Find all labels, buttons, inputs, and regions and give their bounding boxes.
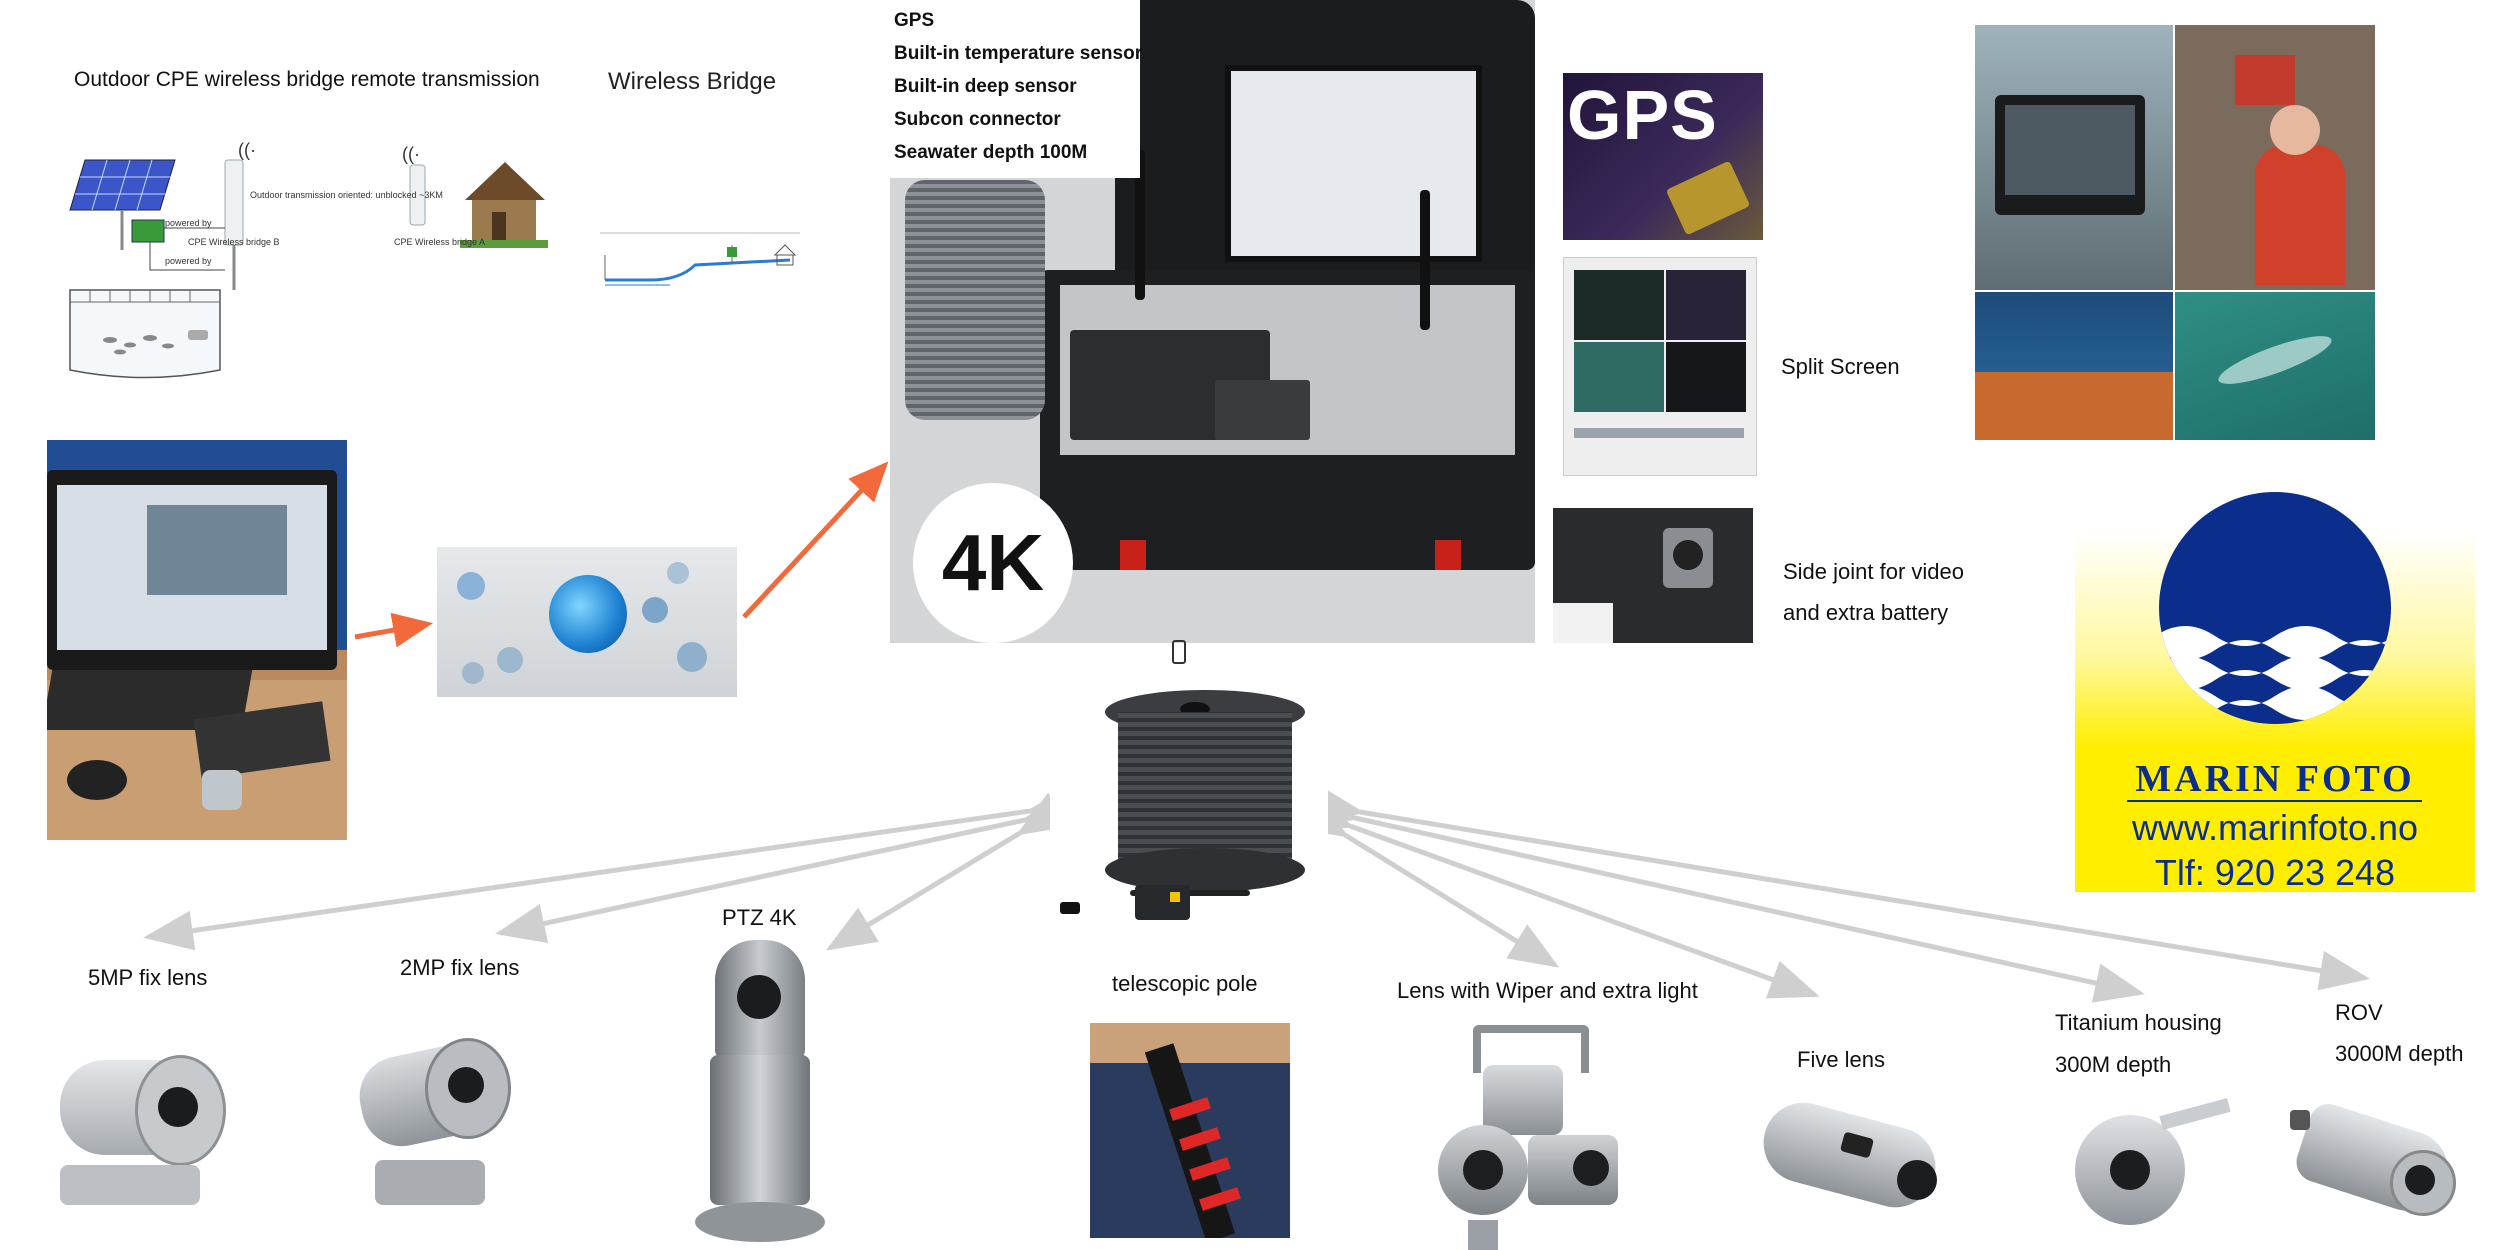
network-globe-image (437, 547, 737, 697)
svg-text:((·: ((· (238, 140, 256, 160)
case-touchpad (1215, 380, 1310, 440)
camera-5mp-image (50, 1035, 226, 1210)
marin-foto-logo-icon (2159, 492, 2391, 724)
label-ptz-4k: PTZ 4K (722, 905, 797, 930)
side-joint-label-1: Side joint for video (1783, 559, 1964, 584)
camera-wiper-image (1428, 1025, 1628, 1250)
case-screen (1225, 65, 1482, 262)
label-titanium-depth: 300M depth (2055, 1052, 2172, 1077)
cpe-bridge-a-icon (409, 164, 426, 226)
label-titanium-housing: Titanium housing (2055, 1010, 2222, 1035)
feature-list-box: GPS Built-in temperature sensor Built-in… (890, 0, 1143, 178)
battery-icon (131, 219, 165, 243)
powered-by-label-1: powered by (165, 218, 212, 228)
usage-photo-collage (1975, 25, 2375, 440)
brand-name: MARIN FOTO (2135, 758, 2415, 800)
brand-website: www.marinfoto.no (2131, 807, 2419, 848)
label-lens-with-wiper: Lens with Wiper and extra light (1397, 978, 1698, 1003)
cpe-a-label: CPE Wireless bridge A (394, 237, 486, 247)
fish-cage-icon (69, 289, 221, 379)
arrow-spool-ptz (825, 792, 1069, 951)
cable-spool-image (1050, 680, 1328, 955)
svg-text:((·: ((· (402, 144, 420, 164)
label-telescopic-pole: telescopic pole (1112, 971, 1258, 996)
feature-gps: GPS (894, 10, 935, 31)
collage-boat-net (1975, 292, 2173, 440)
split-screen-image (1563, 257, 1757, 476)
wireless-bridge-title: Wireless Bridge (608, 68, 777, 95)
collage-worker (2175, 25, 2375, 290)
marin-foto-brand-card: MARIN FOTO www.marinfoto.no Tlf: 920 23 … (2075, 492, 2475, 893)
label-5mp-fix-lens: 5MP fix lens (88, 965, 208, 990)
small-connector-icon (1172, 640, 1186, 664)
collage-underwater-fish (2175, 292, 2375, 440)
arrow-spool-five (1300, 791, 1820, 999)
house-icon (460, 162, 548, 248)
camera-ptz-4k-image (675, 940, 825, 1245)
telescopic-pole-photo (1090, 1023, 1290, 1238)
label-rov: ROV (2335, 1000, 2383, 1025)
powered-by-label-2: powered by (165, 256, 212, 266)
camera-rov-image (2280, 1090, 2460, 1240)
brand-phone: Tlf: 920 23 248 (2154, 852, 2396, 893)
outdoor-cpe-title: Outdoor CPE wireless bridge remote trans… (74, 68, 540, 91)
split-screen-label: Split Screen (1781, 354, 1900, 379)
wireless-bridge-diagram (600, 232, 800, 286)
feature-temperature: Built-in temperature sensor (894, 43, 1143, 64)
badge-4k-text: 4K (941, 518, 1045, 607)
arrow-spool-titanium (1306, 788, 2145, 1003)
arrow-pc-to-network (354, 612, 433, 648)
feature-depth: Seawater depth 100M (894, 142, 1088, 163)
camera-titanium-image (2040, 1097, 2235, 1235)
label-2mp-fix-lens: 2MP fix lens (400, 955, 520, 980)
feature-subcon: Subcon connector (894, 109, 1061, 130)
label-rov-depth: 3000M depth (2335, 1041, 2464, 1066)
camera-2mp-image (345, 1020, 520, 1215)
camera-five-lens-image (1752, 1093, 1945, 1225)
side-joint-image (1553, 508, 1753, 643)
pc-monitoring-photo (47, 440, 347, 840)
cpe-b-label: CPE Wireless bridge B (188, 237, 280, 247)
gps-logo-text: GPS (1567, 76, 1718, 154)
label-five-lens: Five lens (1797, 1047, 1886, 1072)
cpe-diagram: ((· ((· (69, 140, 548, 379)
arrow-spool-wiper (1296, 794, 1560, 968)
arrow-network-to-case (742, 461, 889, 619)
underwater-camera-icon (188, 330, 208, 340)
badge-4k: 4K (913, 483, 1073, 643)
cpe-bridge-b-icon (224, 159, 244, 246)
side-joint-label-2: and extra battery (1783, 600, 1949, 625)
gps-image: GPS (1563, 73, 1763, 240)
feature-deep-sensor: Built-in deep sensor (894, 76, 1077, 97)
collage-boat-screen (1975, 25, 2173, 290)
outdoor-note-label: Outdoor transmission oriented: unblocked… (250, 190, 443, 200)
solar-panel-icon (69, 159, 176, 250)
